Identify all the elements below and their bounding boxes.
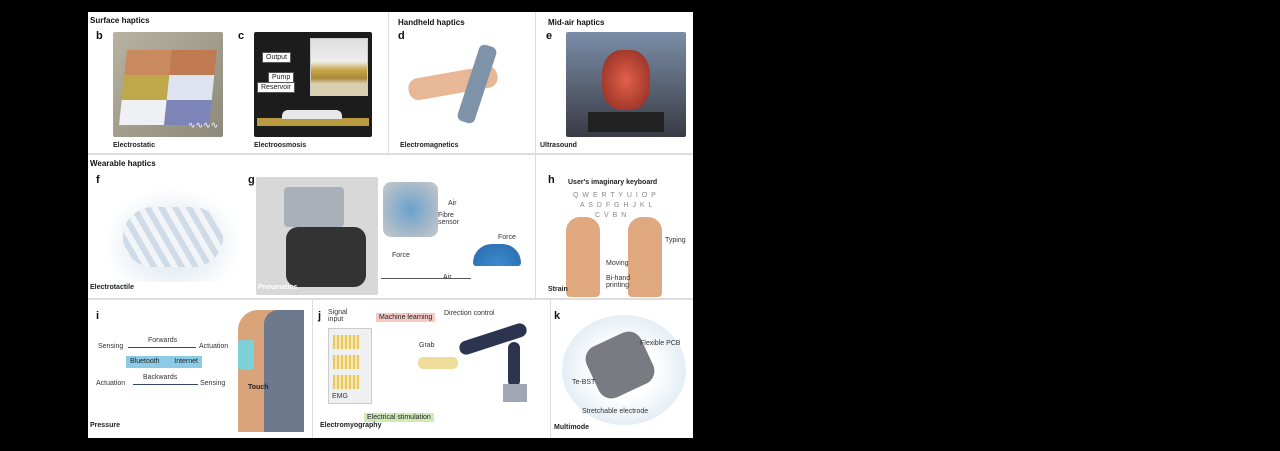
label-moving: Moving xyxy=(606,260,629,267)
caption-pressure: Pressure xyxy=(90,422,120,429)
panel-letter-e: e xyxy=(546,30,553,42)
caption-electromagnetics: Electromagnetics xyxy=(400,142,459,149)
panel-letter-g: g xyxy=(248,174,255,186)
label-force-1: Force xyxy=(392,252,410,259)
label-force-2: Force xyxy=(498,234,516,241)
label-stretchable-electrode: Stretchable electrode xyxy=(582,408,649,415)
haptics-figure: Surface haptics Handheld haptics Mid-air… xyxy=(88,12,693,438)
machine-learning-box: Machine learning xyxy=(376,313,436,322)
section-surface-haptics: Surface haptics xyxy=(90,16,150,25)
label-flexible-pcb: Flexible PCB xyxy=(640,340,681,347)
row-divider xyxy=(88,298,693,300)
section-midair-haptics: Mid-air haptics xyxy=(548,18,605,27)
waveform-icon: ∿∿∿∿ xyxy=(188,120,219,130)
right-hand-icon xyxy=(628,217,662,297)
keyboard-row: C V B N xyxy=(595,212,628,219)
panel-letter-c: c xyxy=(238,30,245,42)
forward-arrow xyxy=(128,347,196,348)
label-emg: EMG xyxy=(332,393,348,400)
pneumatic-dome-icon xyxy=(473,244,521,266)
label-direction-control: Direction control xyxy=(444,310,495,317)
robot-arm-icon xyxy=(508,342,520,387)
col-divider xyxy=(535,155,536,298)
col-divider xyxy=(388,12,389,153)
panel-letter-h: h xyxy=(548,174,555,186)
label-output: Output xyxy=(262,52,292,63)
keyboard-row: A S D F G H J K L xyxy=(580,202,654,209)
pneumatic-glove-image xyxy=(256,177,378,295)
caption-electromyography: Electromyography xyxy=(320,422,382,429)
panel-letter-k: k xyxy=(554,310,561,322)
section-wearable-haptics: Wearable haptics xyxy=(90,159,156,168)
caption-electrotactile: Electrotactile xyxy=(90,284,134,291)
col-divider xyxy=(535,12,536,153)
electrical-stimulation-box: Electrical stimulation xyxy=(364,413,434,422)
ultrasound-heart-image xyxy=(566,32,686,137)
section-handheld-haptics: Handheld haptics xyxy=(398,18,465,27)
label-bi-hand-printing: Bi-hand printing xyxy=(606,275,631,289)
panel-letter-j: j xyxy=(318,310,322,322)
label-bluetooth: Bluetooth xyxy=(130,358,160,365)
panel-letter-i: i xyxy=(96,310,100,322)
keyboard-title: User's imaginary keyboard xyxy=(568,179,658,186)
label-reservoir: Reservoir xyxy=(257,82,295,93)
label-touch: Touch xyxy=(248,384,269,391)
connectivity-box: Bluetooth Internet xyxy=(126,356,202,368)
electrostatic-touchscreen-image: ∿∿∿∿ xyxy=(113,32,223,137)
label-signal-input: Signal input xyxy=(328,309,348,323)
emg-sensor-image xyxy=(328,328,372,404)
label-typing: Typing xyxy=(665,237,686,244)
caption-electroosmosis: Electroosmosis xyxy=(254,142,307,149)
col-divider xyxy=(312,300,313,438)
label-backwards: Backwards xyxy=(143,374,178,381)
pneumatic-actuator-icon xyxy=(383,182,438,237)
label-air: Air xyxy=(448,200,457,207)
panel-letter-b: b xyxy=(96,30,103,42)
electrotactile-glove-image xyxy=(103,187,243,282)
panel-letter-d: d xyxy=(398,30,405,42)
multimode-glove-image xyxy=(562,315,686,425)
label-fibre-sensor: Fibre sensor xyxy=(438,212,460,226)
label-forwards: Forwards xyxy=(148,337,178,344)
left-hand-icon xyxy=(566,217,600,297)
label-internet: Internet xyxy=(174,358,198,365)
row-divider xyxy=(88,153,693,155)
label-grab: Grab xyxy=(419,342,435,349)
label-actuation: Actuation xyxy=(96,380,126,387)
keyboard-row: Q W E R T Y U I O P xyxy=(573,192,657,199)
label-sensing: Sensing xyxy=(98,343,124,350)
label-te-bst: Te-BST xyxy=(572,379,596,386)
handheld-device-image xyxy=(406,42,528,137)
label-air-2: Air xyxy=(443,274,452,281)
robot-hand-icon xyxy=(418,357,458,369)
caption-electrostatic: Electrostatic xyxy=(113,142,156,149)
caption-pneumatics: Pneumatics xyxy=(258,284,298,291)
caption-multimode: Multimode xyxy=(554,424,589,431)
label-sensing: Sensing xyxy=(200,380,226,387)
backward-arrow xyxy=(133,384,198,385)
caption-ultrasound: Ultrasound xyxy=(540,142,577,149)
label-actuation: Actuation xyxy=(199,343,229,350)
col-divider xyxy=(550,300,551,438)
arm-image xyxy=(238,310,304,432)
air-line xyxy=(381,278,471,279)
caption-strain: Strain xyxy=(548,286,568,293)
robot-base-icon xyxy=(503,384,527,402)
panel-letter-f: f xyxy=(96,174,100,186)
